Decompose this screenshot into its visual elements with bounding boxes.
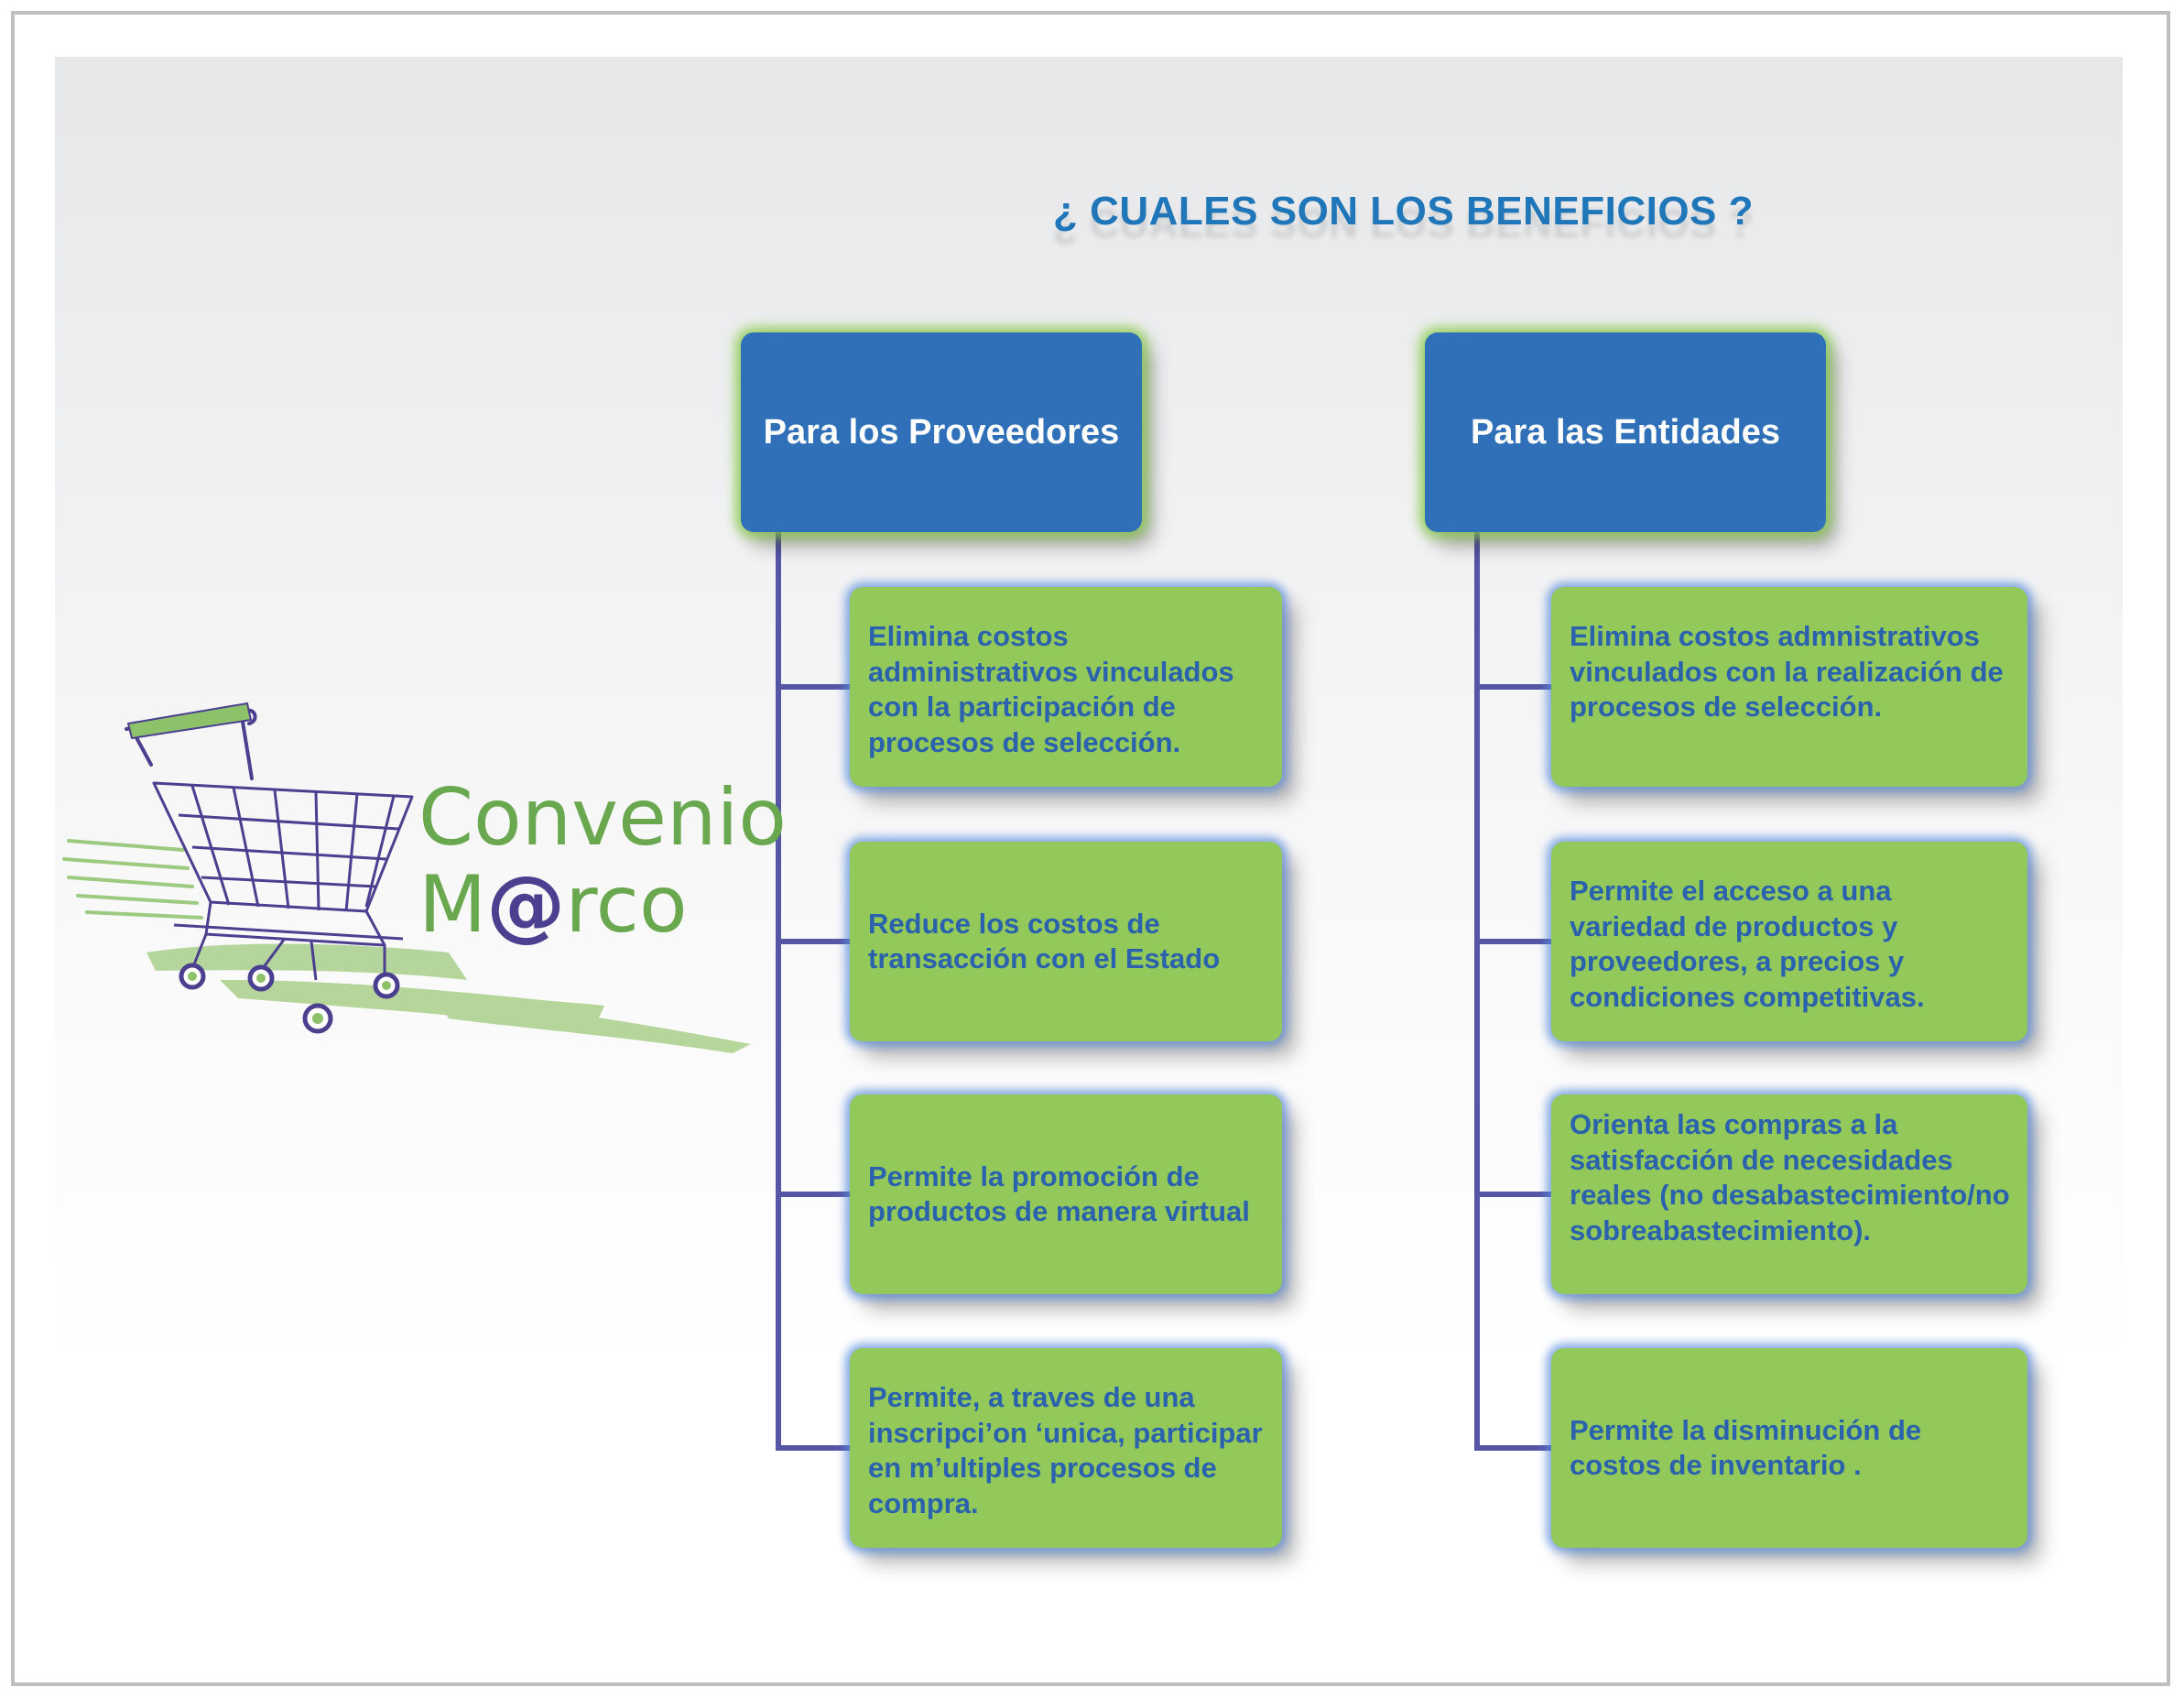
logo-text-convenio: Convenio bbox=[418, 772, 787, 864]
header-proveedores: Para los Proveedores bbox=[741, 332, 1142, 532]
benefit-proveedores-2-text: Reduce los costos de transacción con el … bbox=[868, 907, 1221, 975]
benefit-proveedores-3-text: Permite la promoción de productos de man… bbox=[868, 1159, 1250, 1228]
benefit-proveedores-3: Permite la promoción de productos de man… bbox=[850, 1094, 1282, 1294]
header-proveedores-label: Para los Proveedores bbox=[763, 412, 1120, 452]
benefit-proveedores-4: Permite, a traves de una inscripci’on ‘u… bbox=[850, 1348, 1282, 1548]
benefit-entidades-3-text: Orienta las compras a la satisfacción de… bbox=[1570, 1108, 2010, 1246]
logo-text-marco: M@rco bbox=[418, 865, 688, 944]
header-entidades: Para las Entidades bbox=[1425, 332, 1826, 532]
benefit-proveedores-1-text: Elimina costos administrativos vinculado… bbox=[868, 620, 1234, 758]
benefit-entidades-4: Permite la disminución de costos de inve… bbox=[1551, 1348, 2027, 1548]
benefit-entidades-2-text: Permite el acceso a una variedad de prod… bbox=[1570, 875, 1925, 1013]
header-entidades-label: Para las Entidades bbox=[1471, 412, 1780, 452]
shopping-cart-icon bbox=[62, 702, 751, 1053]
benefit-proveedores-2: Reduce los costos de transacción con el … bbox=[850, 842, 1282, 1041]
logo-letters-rco: rco bbox=[565, 859, 688, 951]
benefit-proveedores-4-text: Permite, a traves de una inscripci’on ‘u… bbox=[868, 1381, 1263, 1519]
benefit-entidades-2: Permite el acceso a una variedad de prod… bbox=[1551, 842, 2027, 1041]
logo-letter-m: M bbox=[418, 859, 487, 951]
benefit-entidades-1-text: Elimina costos admnistrativos vinculados… bbox=[1570, 620, 2004, 723]
page-title: ¿ CUALES SON LOS BENEFICIOS ? bbox=[1053, 189, 1754, 234]
benefit-entidades-3: Orienta las compras a la satisfacción de… bbox=[1551, 1094, 2027, 1294]
benefit-entidades-1: Elimina costos admnistrativos vinculados… bbox=[1551, 587, 2027, 787]
logo-at-sign: @ bbox=[486, 859, 566, 951]
convenio-marco-logo: Convenio M@rco bbox=[55, 678, 788, 1067]
benefit-entidades-4-text: Permite la disminución de costos de inve… bbox=[1570, 1413, 1922, 1482]
benefit-proveedores-1: Elimina costos administrativos vinculado… bbox=[850, 587, 1282, 787]
